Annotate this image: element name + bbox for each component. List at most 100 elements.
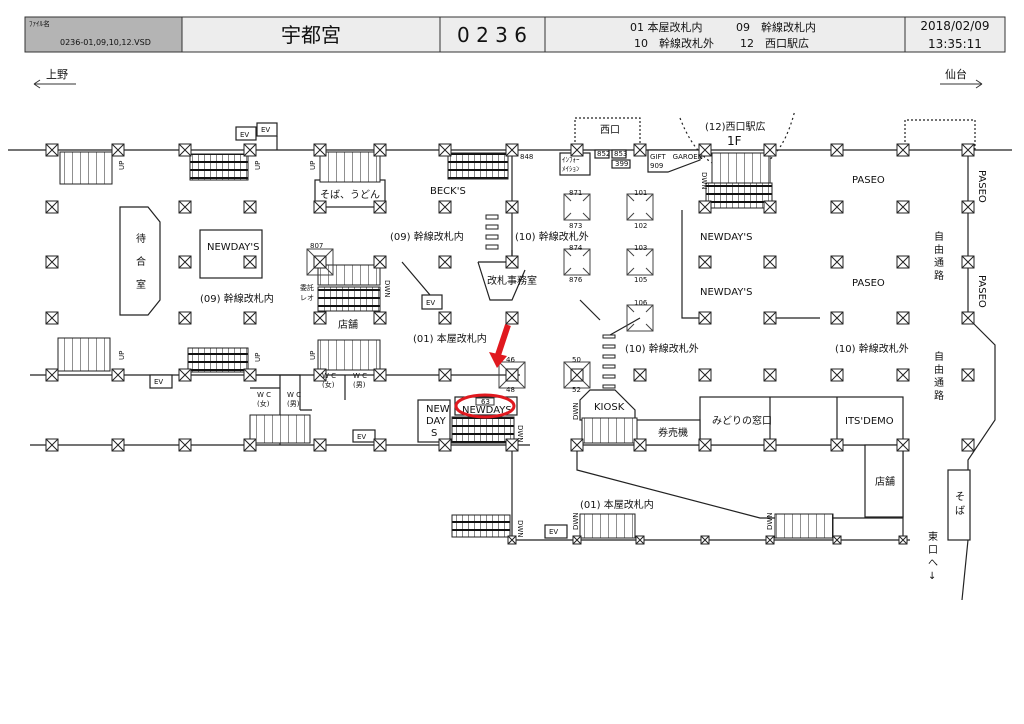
highlight-circle [454, 393, 516, 419]
gate-office-label: 改札事務室 [487, 274, 537, 287]
code-103: 103 [634, 244, 647, 252]
pillar [505, 255, 519, 269]
down-label: DWN [700, 172, 708, 190]
pillar [698, 200, 712, 214]
east-exit-4: ↓ [928, 571, 936, 582]
pillar [961, 438, 975, 452]
code-848: 848 [520, 153, 533, 161]
column-with-ad-panels [563, 361, 591, 389]
pillar [243, 200, 257, 214]
pillar [698, 368, 712, 382]
paseo-label-1: PASEO [852, 175, 885, 186]
code-48: 48 [506, 386, 515, 394]
pillar [505, 200, 519, 214]
gate-10-label-c: (10) 幹線改札外 [835, 342, 909, 355]
east-exit-2: 口 [928, 545, 938, 556]
pillar [178, 311, 192, 325]
west-exit-label: 西口 [600, 125, 620, 136]
pillar [633, 143, 647, 157]
soba-udon-label: そば、うどん [320, 189, 380, 201]
pillar [633, 438, 647, 452]
pillar [832, 535, 842, 545]
code-873: 873 [569, 222, 582, 230]
pillar [698, 255, 712, 269]
pillar [243, 311, 257, 325]
escalator [189, 153, 249, 181]
wc-male-upper-1: W C [353, 372, 367, 380]
stairs [57, 337, 111, 372]
pillar [45, 143, 59, 157]
ev-label: EV [154, 378, 163, 386]
code-871: 871 [569, 189, 582, 197]
date: 2018/02/09 [920, 19, 989, 33]
stairs-group [57, 151, 834, 539]
newdays-target-code: 63 [481, 398, 490, 406]
gate-10-label-a: (10) 幹線改札外 [515, 230, 589, 243]
ev-label: EV [426, 299, 435, 307]
wc-female-upper-1: W C [322, 372, 336, 380]
station-name: 宇都宮 [281, 23, 341, 47]
pillar [373, 255, 387, 269]
pillar [830, 255, 844, 269]
pillar [243, 368, 257, 382]
floor-label: 1F [727, 134, 742, 148]
pillar [505, 143, 519, 157]
newdays-right-label-1: NEWDAY'S [700, 232, 752, 243]
pillar [763, 255, 777, 269]
pillar [830, 311, 844, 325]
becks-label: BECK'S [430, 186, 466, 197]
its-demo-label: ITS'DEMO [845, 416, 894, 427]
pillar [961, 368, 975, 382]
pillar [111, 368, 125, 382]
direction-right: 仙台 [940, 67, 983, 89]
pillar [178, 200, 192, 214]
pillar [570, 368, 584, 382]
column-with-ad-panels [626, 193, 654, 221]
info-label-2: ﾒｲｼｮﾝ [562, 165, 580, 173]
newdays-target-label: NEWDAYS [462, 405, 512, 416]
direction-left-label: 上野 [46, 68, 68, 81]
pillar [45, 311, 59, 325]
pillar [438, 143, 452, 157]
pillar [178, 255, 192, 269]
pillar [178, 143, 192, 157]
column-with-ad-panels [626, 304, 654, 332]
up-label: UP [118, 161, 126, 170]
pillar [896, 200, 910, 214]
pillar [505, 368, 519, 382]
waiting-room-3: 室 [136, 278, 146, 291]
pillar [373, 311, 387, 325]
down-label: DWN [572, 402, 580, 420]
pillar [763, 143, 777, 157]
info-label: ｲﾝﾌｫｰ [562, 156, 580, 164]
gate-12: 12 西口駅広 [740, 37, 809, 50]
highlight-marker [454, 324, 516, 419]
stairs [249, 414, 311, 444]
stairs [319, 151, 381, 183]
pillar [313, 143, 327, 157]
up-label: UP [118, 351, 126, 360]
column-with-ad-panels [306, 248, 334, 276]
free-passage-2b: 由 [934, 363, 944, 376]
gate-09-label-b: (09) 幹線改札内 [390, 230, 464, 243]
stairs [579, 513, 636, 539]
newdays-box-2: DAY [426, 416, 447, 427]
waiting-room-1: 待 [136, 232, 146, 245]
soba-label-1: そ [955, 491, 965, 503]
pillar [178, 438, 192, 452]
pillar [507, 535, 517, 545]
code-102: 102 [634, 222, 647, 230]
pillar [438, 311, 452, 325]
ev-label: EV [549, 528, 558, 536]
pillar [373, 200, 387, 214]
stairs [59, 151, 113, 185]
wc-female-upper-2: (女) [322, 380, 335, 389]
paseo-vertical-2: PASEO [976, 275, 987, 308]
pillar [961, 143, 975, 157]
column-with-ad-panels [563, 193, 591, 221]
pillar [438, 438, 452, 452]
pillar [111, 143, 125, 157]
escalator [451, 416, 515, 444]
wc-male-upper-2: (男) [353, 381, 366, 389]
gate-01-label-b: (01) 本屋改札内 [580, 498, 654, 511]
